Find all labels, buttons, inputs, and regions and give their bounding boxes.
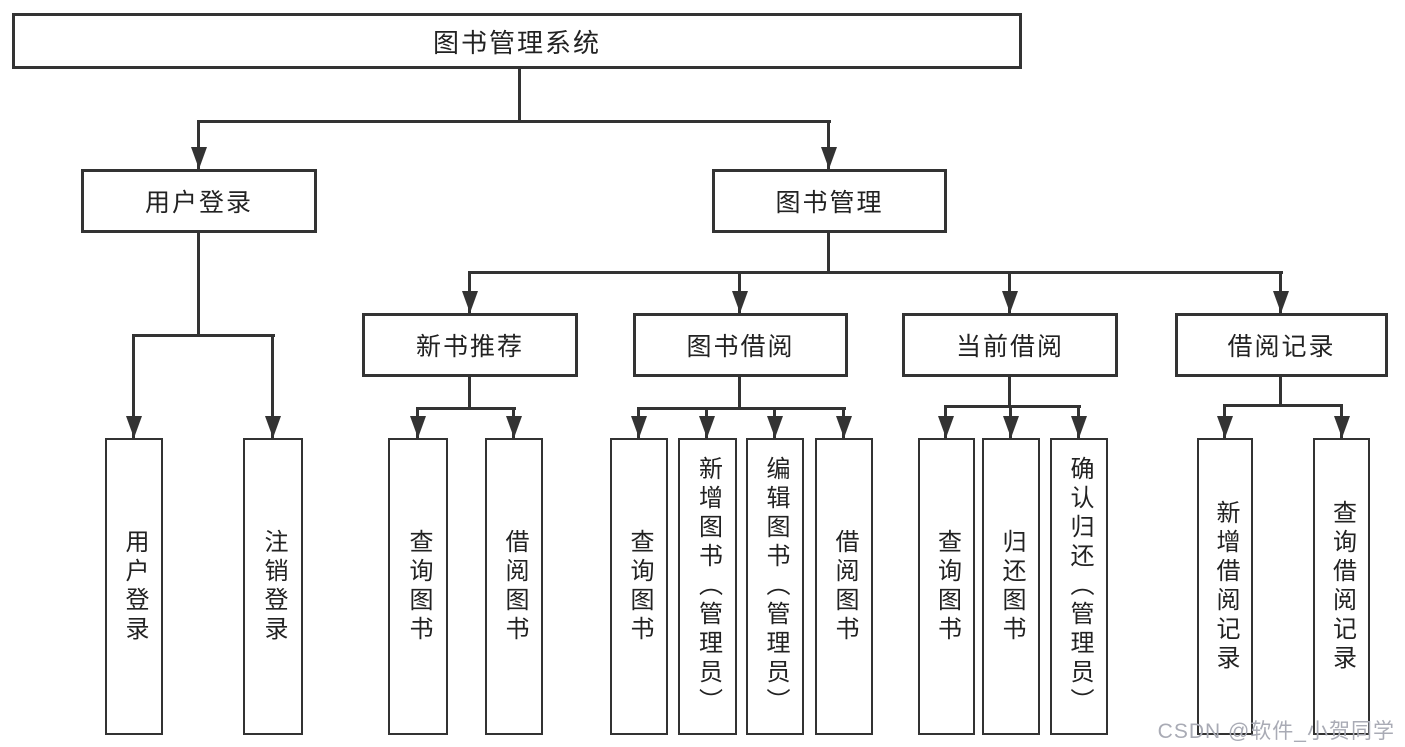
leaf-add-borrow-record: 新增借阅记录 xyxy=(1197,438,1253,735)
node-new-book-recommendation: 新书推荐 xyxy=(362,313,578,377)
arrow-down-icon xyxy=(1002,291,1018,313)
connector-vline xyxy=(468,377,471,410)
node-library-management-system: 图书管理系统 xyxy=(12,13,1022,69)
node-book-management: 图书管理 xyxy=(712,169,947,233)
connector-hline xyxy=(416,407,516,410)
leaf-confirm-return-admin: 确认归还（管理员） xyxy=(1050,438,1108,735)
leaf-query-books-current: 查询图书 xyxy=(918,438,975,735)
connector-vline xyxy=(827,233,830,274)
leaf-query-borrow-record: 查询借阅记录 xyxy=(1313,438,1370,735)
arrow-down-icon xyxy=(506,416,522,438)
arrow-down-icon xyxy=(631,416,647,438)
leaf-user-login: 用户登录 xyxy=(105,438,163,735)
leaf-borrow-books-recommend: 借阅图书 xyxy=(485,438,543,735)
node-borrowing-records: 借阅记录 xyxy=(1175,313,1388,377)
leaf-return-books: 归还图书 xyxy=(982,438,1040,735)
arrow-down-icon xyxy=(1217,416,1233,438)
arrow-down-icon xyxy=(462,291,478,313)
connector-hline xyxy=(468,271,1283,274)
connector-vline xyxy=(132,334,135,438)
connector-vline xyxy=(197,233,200,337)
leaf-logout: 注销登录 xyxy=(243,438,303,735)
node-user-login: 用户登录 xyxy=(81,169,317,233)
arrow-down-icon xyxy=(126,416,142,438)
connector-hline xyxy=(132,334,275,337)
connector-vline xyxy=(1008,377,1011,408)
leaf-borrow-books-borrowing: 借阅图书 xyxy=(815,438,873,735)
connector-hline xyxy=(637,407,846,410)
connector-vline xyxy=(827,120,830,169)
connector-vline xyxy=(1279,377,1282,407)
arrow-down-icon xyxy=(1334,416,1350,438)
arrow-down-icon xyxy=(1003,416,1019,438)
connector-hline xyxy=(1223,404,1343,407)
arrow-down-icon xyxy=(699,416,715,438)
connector-hline xyxy=(944,405,1081,408)
arrow-down-icon xyxy=(410,416,426,438)
connector-hline xyxy=(197,120,831,123)
arrow-down-icon xyxy=(191,147,207,169)
arrow-down-icon xyxy=(732,291,748,313)
connector-vline xyxy=(518,69,521,123)
node-current-borrowing: 当前借阅 xyxy=(902,313,1118,377)
csdn-watermark: CSDN @软件_小贺同学 xyxy=(1157,720,1395,743)
arrow-down-icon xyxy=(821,147,837,169)
leaf-add-books-admin: 新增图书（管理员） xyxy=(678,438,737,735)
arrow-down-icon xyxy=(938,416,954,438)
connector-vline xyxy=(197,120,200,169)
leaf-query-books-borrowing: 查询图书 xyxy=(610,438,668,735)
arrow-down-icon xyxy=(767,416,783,438)
leaf-query-books-recommend: 查询图书 xyxy=(388,438,448,735)
connector-vline xyxy=(271,334,274,438)
connector-vline xyxy=(738,377,741,410)
leaf-edit-books-admin: 编辑图书（管理员） xyxy=(746,438,804,735)
arrow-down-icon xyxy=(836,416,852,438)
node-book-borrowing: 图书借阅 xyxy=(633,313,848,377)
arrow-down-icon xyxy=(1071,416,1087,438)
arrow-down-icon xyxy=(1273,291,1289,313)
arrow-down-icon xyxy=(265,416,281,438)
